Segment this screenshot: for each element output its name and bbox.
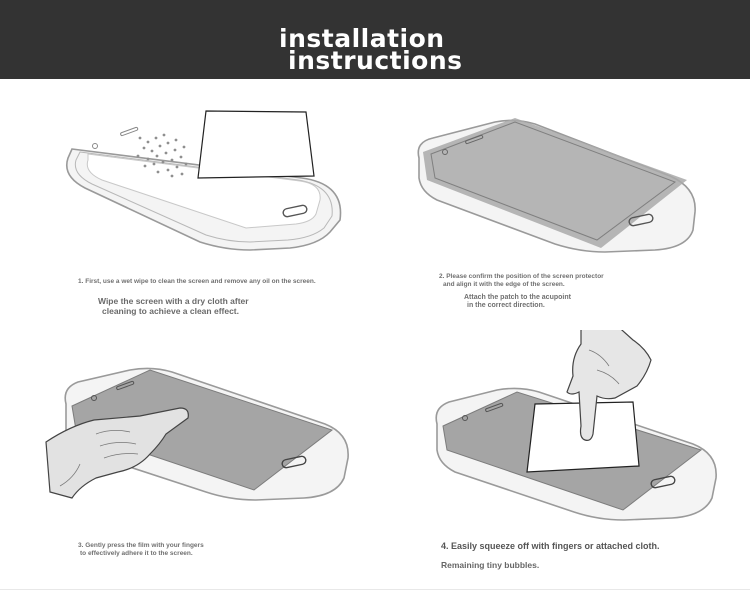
step-2-panel: 2. Please confirm the position of the sc… — [375, 80, 750, 330]
step-2-caption-line2: and align it with the edge of the screen… — [443, 281, 565, 288]
step-1-phone-illustration — [66, 110, 342, 251]
step-3-phone-illustration — [45, 367, 349, 501]
step-2-note-line2: in the correct direction. — [467, 302, 545, 309]
step-2-note-line1: Attach the patch to the acupoint — [464, 294, 571, 301]
step-2-caption-line1: 2. Please confirm the position of the sc… — [439, 273, 604, 280]
page-title-line2: instructions — [288, 46, 463, 75]
step-3-caption-line1: 3. Gently press the film with your finge… — [78, 542, 204, 549]
step-4-note: Remaining tiny bubbles. — [441, 560, 540, 570]
bottom-divider — [0, 589, 750, 590]
step-4-panel: 4. Easily squeeze off with fingers or at… — [375, 330, 750, 589]
step-1-caption: 1. First, use a wet wipe to clean the sc… — [78, 278, 316, 285]
step-2-phone-illustration — [417, 118, 696, 253]
step-4-caption: 4. Easily squeeze off with fingers or at… — [441, 541, 660, 551]
step-1-note-line2: cleaning to achieve a clean effect. — [102, 306, 240, 316]
header-banner: installation instructions — [0, 0, 750, 79]
step-3-caption-line2: to effectively adhere it to the screen. — [80, 550, 193, 557]
step-3-panel: 3. Gently press the film with your finge… — [0, 330, 375, 589]
page-title-line1: installation — [279, 24, 445, 53]
step-4-phone-illustration — [435, 330, 717, 521]
step-1-note-line1: Wipe the screen with a dry cloth after — [98, 296, 249, 306]
step-1-panel: 1. First, use a wet wipe to clean the sc… — [0, 80, 375, 330]
